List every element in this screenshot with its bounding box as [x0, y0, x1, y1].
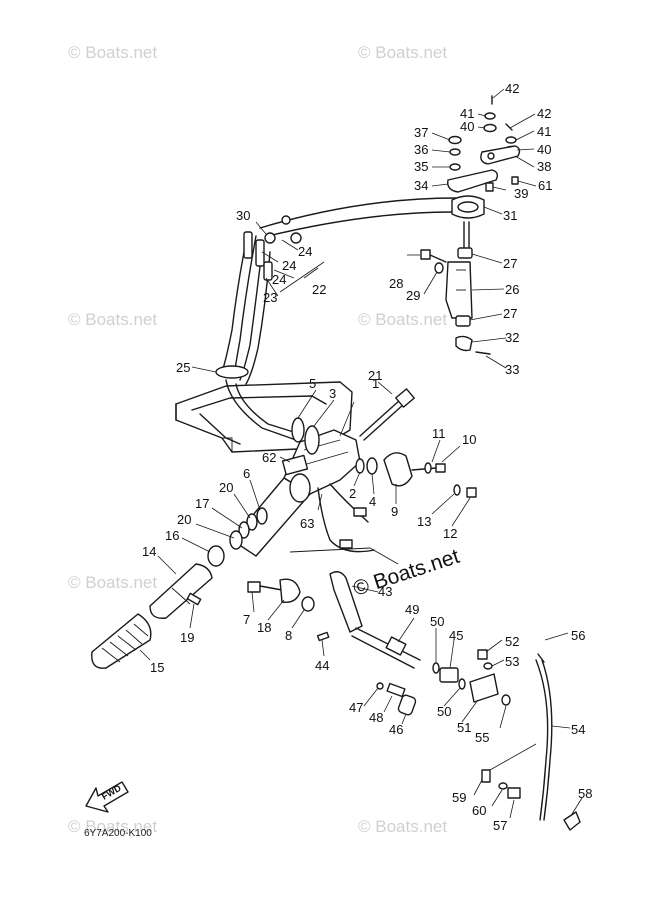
callout-label: 19 [180, 630, 194, 645]
callout-label: 63 [300, 516, 314, 531]
callout-label: 4 [369, 494, 376, 509]
callout-label: 38 [537, 159, 551, 174]
watermark: © Boats.net [358, 310, 447, 329]
callout-label: 8 [285, 628, 292, 643]
callout-label: 51 [457, 720, 471, 735]
callout-label: 20 [177, 512, 191, 527]
watermark: © Boats.net [68, 573, 157, 592]
callout-label: 49 [405, 602, 419, 617]
callout-label: 44 [315, 658, 329, 673]
callout-label: 46 [389, 722, 403, 737]
callout-label: 31 [503, 208, 517, 223]
callout-label: 7 [243, 612, 250, 627]
callout-label: 13 [417, 514, 431, 529]
callout-label: 1 [372, 376, 379, 391]
throttle-grip [91, 507, 268, 669]
callout-label: 27 [503, 306, 517, 321]
callout-label: 45 [449, 628, 463, 643]
callout-label: 34 [414, 178, 428, 193]
callout-label: 42 [537, 106, 551, 121]
watermark: © Boats.net [358, 817, 447, 836]
callout-labels: 1 2 3 4 5 6 7 8 9 10 11 12 13 14 15 16 1… [142, 81, 592, 833]
callout-label: 30 [236, 208, 250, 223]
shift-lever [316, 571, 511, 716]
callout-label: 6 [243, 466, 250, 481]
callout-label: 59 [452, 790, 466, 805]
callout-label: 55 [475, 730, 489, 745]
callout-label: 43 [378, 584, 392, 599]
callout-label: 58 [578, 786, 592, 801]
leader-lines [139, 88, 583, 819]
callout-label: 32 [505, 330, 519, 345]
callout-label: 3 [329, 386, 336, 401]
callout-label: 60 [472, 803, 486, 818]
callout-label: 27 [503, 256, 517, 271]
friction-parts [247, 578, 315, 612]
callout-label: 41 [460, 106, 474, 121]
callout-label: 23 [263, 290, 277, 305]
callout-label: 47 [349, 700, 363, 715]
shift-rod [481, 653, 581, 831]
callout-label: 22 [312, 282, 326, 297]
watermark-main: © Boats.net [350, 545, 462, 601]
callout-label: 24 [272, 272, 286, 287]
callout-label: 57 [493, 818, 507, 833]
watermark: © Boats.net [358, 43, 447, 62]
callout-label: 42 [505, 81, 519, 96]
callout-label: 61 [538, 178, 552, 193]
drawing-code: 6Y7A200-K100 [84, 828, 152, 839]
callout-label: 36 [414, 142, 428, 157]
callout-label: 26 [505, 282, 519, 297]
fwd-arrow: FWD [85, 781, 129, 813]
callout-label: 16 [165, 528, 179, 543]
watermark: © Boats.net [68, 817, 157, 836]
watermarks: © Boats.net © Boats.net © Boats.net © Bo… [68, 43, 447, 836]
callout-label: 2 [349, 486, 356, 501]
cables [215, 197, 457, 441]
callout-label: 40 [537, 142, 551, 157]
watermark: © Boats.net [68, 43, 157, 62]
callout-label: 52 [505, 634, 519, 649]
tiller-handle [231, 388, 477, 565]
callout-label: 9 [391, 504, 398, 519]
callout-label: 24 [298, 244, 312, 259]
callout-label: 14 [142, 544, 156, 559]
callout-label: 62 [262, 450, 276, 465]
callout-label: 20 [219, 480, 233, 495]
callout-label: 28 [389, 276, 403, 291]
callout-label: 53 [505, 654, 519, 669]
callout-label: 10 [462, 432, 476, 447]
callout-label: 24 [282, 258, 296, 273]
callout-label: 25 [176, 360, 190, 375]
callout-label: 17 [195, 496, 209, 511]
callout-label: 40 [460, 119, 474, 134]
callout-label: 5 [309, 376, 316, 391]
upper-linkage [420, 95, 521, 355]
fwd-arrow-icon [85, 781, 129, 813]
callout-label: 29 [406, 288, 420, 303]
callout-label: 50 [437, 704, 451, 719]
callout-label: 50 [430, 614, 444, 629]
callout-label: 15 [150, 660, 164, 675]
watermark: © Boats.net [68, 310, 157, 329]
callout-label: 21 [368, 368, 382, 383]
callout-label: 37 [414, 125, 428, 140]
callout-label: 33 [505, 362, 519, 377]
callout-label: 35 [414, 159, 428, 174]
callout-label: 11 [432, 426, 446, 441]
callout-label: 56 [571, 628, 585, 643]
callout-label: 54 [571, 722, 585, 737]
callout-label: 18 [257, 620, 271, 635]
callout-label: 39 [514, 186, 528, 201]
callout-label: 48 [369, 710, 383, 725]
callout-label: 12 [443, 526, 457, 541]
callout-label: 41 [537, 124, 551, 139]
